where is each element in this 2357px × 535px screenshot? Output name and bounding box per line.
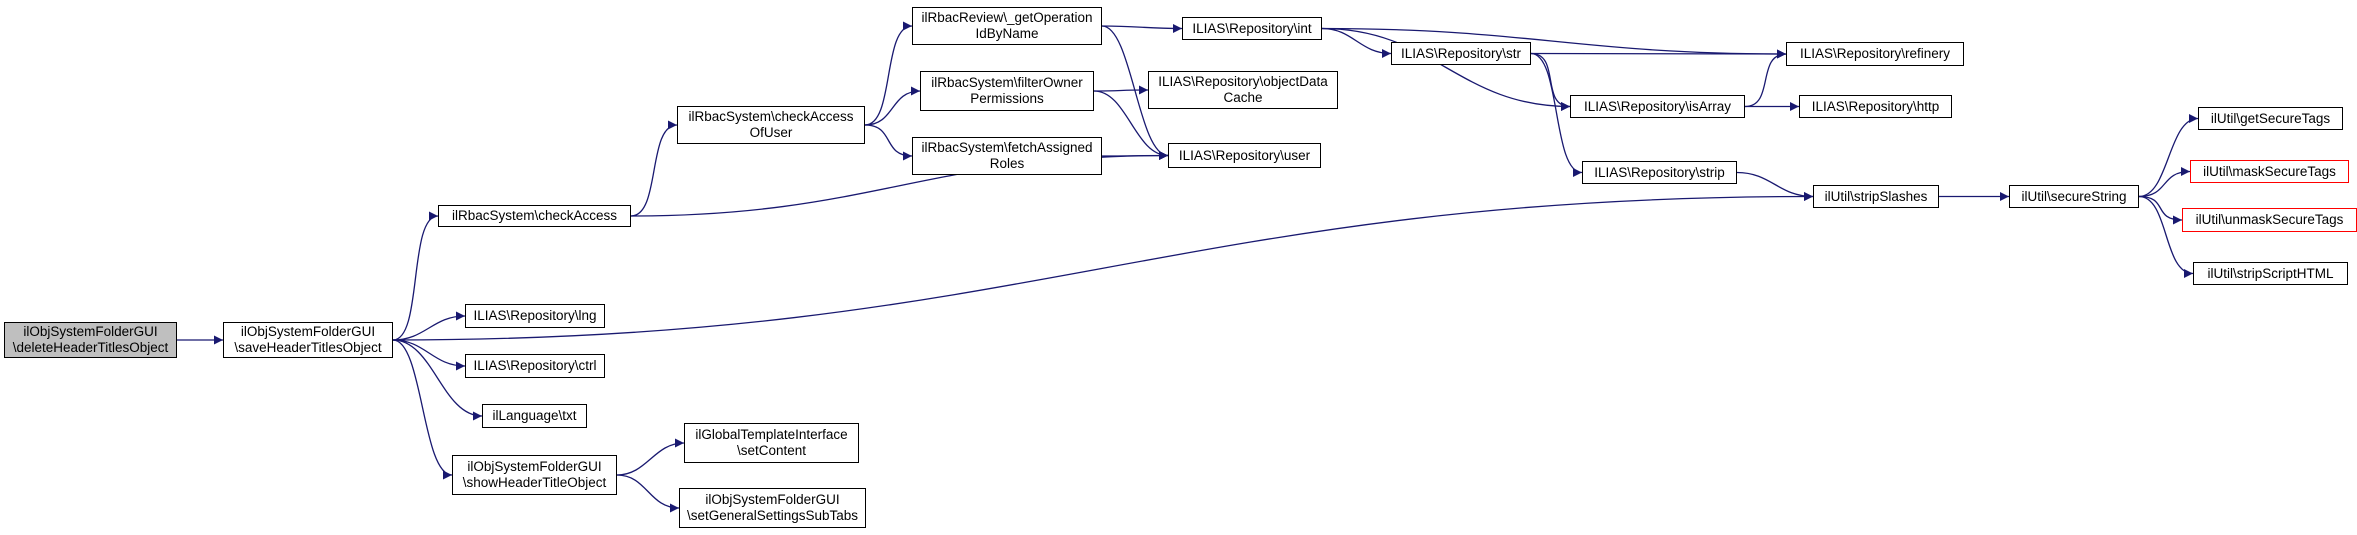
edge-isArray-to-refinery — [1744, 49, 1787, 108]
node-label-line: OfUser — [749, 125, 793, 140]
node-fetchRoles[interactable]: ilRbacSystem\fetchAssigned Roles — [912, 137, 1102, 175]
edge-showHeader-to-setContent — [616, 438, 685, 476]
edge-str-to-isArray — [1530, 52, 1571, 111]
node-filterOwner[interactable]: ilRbacSystem\filterOwner Permissions — [920, 71, 1094, 111]
node-label-line: ILIAS\Repository\isArray — [1583, 98, 1732, 114]
node-unmaskSecure[interactable]: ilUtil\unmaskSecureTags — [2182, 208, 2357, 232]
edge-filterOwner-to-objCache — [1093, 85, 1149, 95]
node-objCache[interactable]: ILIAS\Repository\objectData Cache — [1148, 71, 1338, 109]
node-checkAccess[interactable]: ilRbacSystem\checkAccess — [438, 205, 631, 227]
edge-getOpId-to-int — [1101, 23, 1183, 33]
node-label-line: ilObjSystemFolderGUI — [705, 492, 840, 507]
node-int[interactable]: ILIAS\Repository\int — [1182, 17, 1322, 40]
node-str[interactable]: ILIAS\Repository\str — [1391, 42, 1531, 65]
node-stripScript[interactable]: ilUtil\stripScriptHTML — [2193, 262, 2348, 285]
node-getOpId[interactable]: ilRbacReview\_getOperation IdByName — [912, 7, 1102, 45]
node-label-line: Permissions — [970, 91, 1044, 106]
edge-int-to-isArray — [1321, 27, 1571, 111]
node-label-line: ilObjSystemFolderGUI — [467, 459, 602, 474]
edge-filterOwner-to-user — [1093, 90, 1169, 160]
node-label-line: \saveHeaderTitlesObject — [234, 340, 382, 355]
node-label-line: ILIAS\Repository\ctrl — [473, 358, 597, 373]
node-label-line: ilUtil\maskSecureTags — [2203, 163, 2336, 179]
node-label-line: ILIAS\Repository\lng — [473, 308, 597, 323]
edge-strip-to-stripSlashes — [1736, 171, 1814, 201]
node-stripSlashes[interactable]: ilUtil\stripSlashes — [1813, 185, 1939, 208]
node-label-line: ILIAS\Repository\refinery — [1799, 46, 1951, 61]
node-label-line: \setGeneralSettingsSubTabs — [686, 508, 859, 523]
node-label-line: ilRbacSystem\checkAccess — [451, 208, 618, 223]
edge-fetchRoles-to-user — [1101, 151, 1169, 161]
node-ctrl[interactable]: ILIAS\Repository\ctrl — [465, 354, 605, 378]
node-label-line: ILIAS\Repository\strip — [1594, 164, 1725, 180]
edge-secureString-to-getSecure — [2138, 114, 2199, 198]
edge-save-to-stripSlashes — [392, 192, 1814, 341]
edge-checkAccessOfUser-to-filterOwner — [864, 86, 921, 126]
edge-secureString-to-stripScript — [2138, 195, 2194, 278]
node-strip[interactable]: ILIAS\Repository\strip — [1582, 161, 1737, 184]
edge-save-to-checkAccess — [392, 211, 439, 341]
edge-save-to-lng — [392, 311, 466, 341]
node-txt[interactable]: ilLanguage\txt — [482, 404, 587, 428]
node-label-line: ilRbacReview\_getOperation — [921, 10, 1093, 25]
node-isArray[interactable]: ILIAS\Repository\isArray — [1570, 95, 1745, 118]
node-label-line: \setContent — [736, 443, 807, 458]
node-showHeader[interactable]: ilObjSystemFolderGUI \showHeaderTitleObj… — [452, 455, 617, 495]
node-label-line: IdByName — [975, 26, 1039, 41]
edge-int-to-refinery — [1321, 27, 1787, 59]
node-label-line: ilUtil\stripSlashes — [1824, 188, 1928, 204]
edge-checkAccessOfUser-to-getOpId — [864, 21, 913, 126]
node-label-line: ilUtil\unmaskSecureTags — [2195, 212, 2344, 227]
edge-str-to-strip — [1530, 52, 1583, 177]
node-label-line: ilRbacSystem\checkAccess — [688, 109, 854, 124]
node-label-line: ilObjSystemFolderGUI — [23, 324, 158, 339]
node-label-line: \deleteHeaderTitlesObject — [12, 340, 169, 355]
edge-save-to-ctrl — [392, 339, 466, 371]
node-label-line: ILIAS\Repository\str — [1400, 45, 1522, 61]
node-label-line: ILIAS\Repository\user — [1178, 147, 1311, 163]
node-label-line: ILIAS\Repository\objectData — [1158, 74, 1328, 89]
edge-save-to-showHeader — [392, 339, 453, 480]
node-label-line: ilUtil\secureString — [2021, 188, 2127, 204]
edge-save-to-txt — [392, 339, 483, 421]
edge-secureString-to-unmaskSecure — [2138, 195, 2183, 225]
node-label-line: ilGlobalTemplateInterface — [695, 427, 848, 442]
node-checkAccessOfUser[interactable]: ilRbacSystem\checkAccess OfUser — [677, 106, 865, 144]
node-save[interactable]: ilObjSystemFolderGUI \saveHeaderTitlesOb… — [223, 322, 393, 358]
node-label-line: ILIAS\Repository\http — [1811, 98, 1940, 114]
node-http[interactable]: ILIAS\Repository\http — [1799, 95, 1952, 118]
edge-checkAccess-to-checkAccessOfUser — [630, 120, 678, 217]
node-label-line: Cache — [1223, 90, 1263, 105]
node-label-line: ILIAS\Repository\int — [1192, 20, 1312, 36]
node-label-line: Roles — [989, 156, 1025, 171]
edge-showHeader-to-setGeneral — [616, 474, 680, 513]
node-refinery[interactable]: ILIAS\Repository\refinery — [1786, 42, 1964, 66]
edge-str-to-refinery — [1530, 49, 1787, 59]
node-label-line: ilUtil\getSecureTags — [2210, 110, 2331, 126]
node-label-line: ilRbacSystem\fetchAssigned — [921, 140, 1093, 155]
node-setGeneral[interactable]: ilObjSystemFolderGUI \setGeneralSettings… — [679, 488, 866, 528]
node-label-line: ilLanguage\txt — [492, 408, 577, 423]
node-lng[interactable]: ILIAS\Repository\lng — [465, 304, 605, 328]
node-label-line: ilUtil\stripScriptHTML — [2207, 265, 2334, 281]
node-label-line: ilRbacSystem\filterOwner — [931, 75, 1083, 90]
node-root: ilObjSystemFolderGUI \deleteHeaderTitles… — [4, 322, 177, 358]
node-secureString[interactable]: ilUtil\secureString — [2009, 185, 2139, 208]
node-getSecure[interactable]: ilUtil\getSecureTags — [2198, 107, 2343, 130]
edge-int-to-str — [1321, 27, 1392, 58]
edge-checkAccessOfUser-to-fetchRoles — [864, 124, 913, 161]
node-label-line: ilObjSystemFolderGUI — [240, 324, 376, 339]
node-label-line: \showHeaderTitleObject — [462, 475, 607, 490]
node-setContent[interactable]: ilGlobalTemplateInterface \setContent — [684, 423, 859, 463]
node-maskSecure[interactable]: ilUtil\maskSecureTags — [2190, 160, 2349, 183]
node-user[interactable]: ILIAS\Repository\user — [1168, 143, 1321, 168]
edge-secureString-to-maskSecure — [2138, 167, 2191, 198]
